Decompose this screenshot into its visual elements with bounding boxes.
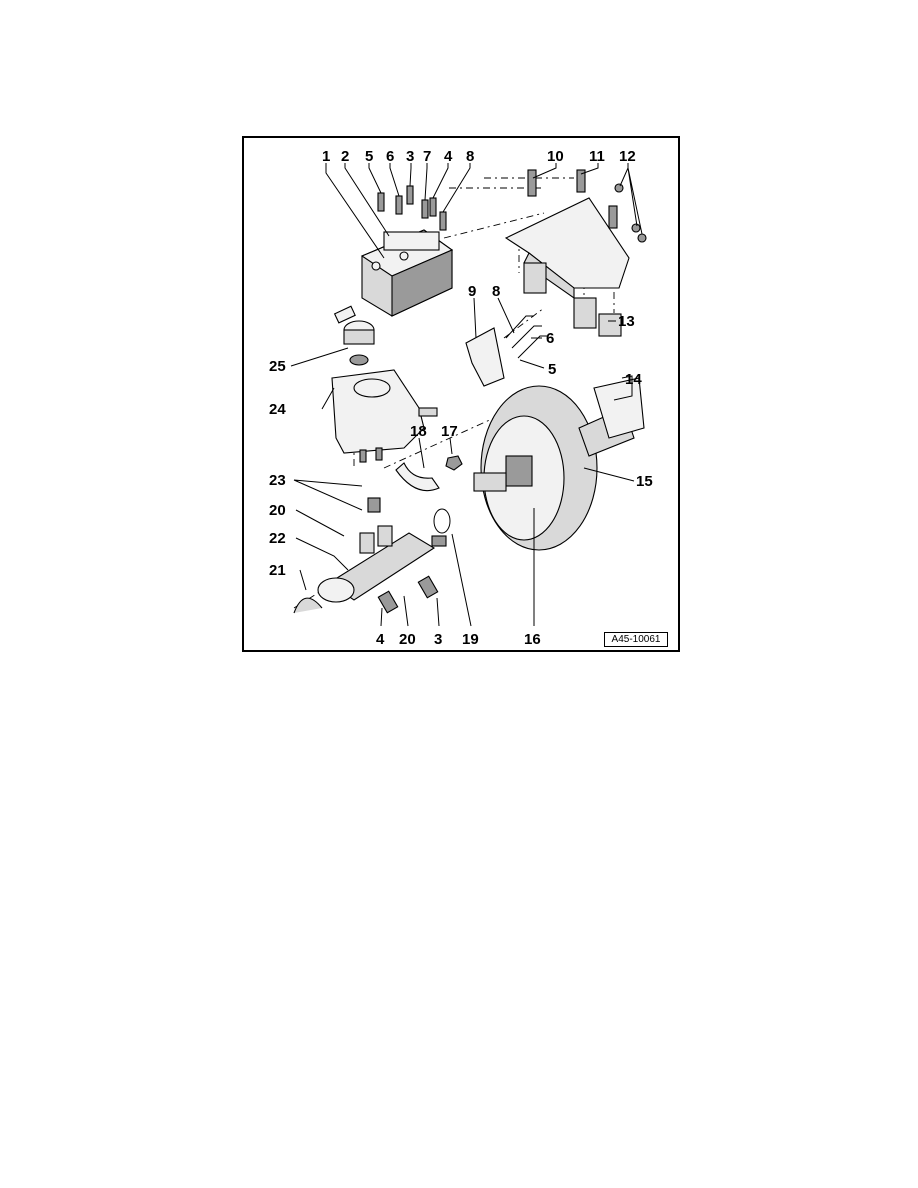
callout-24: 24	[269, 401, 286, 418]
callout-20-lower: 20	[399, 631, 416, 648]
callout-5-lower: 5	[548, 361, 556, 378]
callout-10: 10	[547, 148, 564, 165]
callout-3-lower: 3	[434, 631, 442, 648]
callout-1: 1	[322, 148, 330, 165]
nut	[445, 455, 463, 471]
callout-9: 9	[468, 283, 476, 300]
hose	[395, 462, 440, 492]
reservoir-cap	[333, 305, 375, 366]
line-holder	[465, 315, 548, 387]
callout-6-lower: 6	[546, 330, 554, 347]
abs-bracket	[504, 169, 647, 337]
callout-11: 11	[589, 148, 605, 165]
callout-7: 7	[423, 148, 431, 165]
callout-8-lower: 8	[492, 283, 500, 300]
callout-23: 23	[269, 472, 286, 489]
callout-21: 21	[269, 562, 286, 579]
callout-6: 6	[386, 148, 394, 165]
abs-hydraulic-unit	[360, 229, 454, 317]
callout-19: 19	[462, 631, 479, 648]
callout-17: 17	[441, 423, 458, 440]
callout-18: 18	[410, 423, 427, 440]
callout-2: 2	[341, 148, 349, 165]
callout-13: 13	[618, 313, 635, 330]
callout-25: 25	[269, 358, 286, 375]
callout-14: 14	[625, 371, 642, 388]
diagram-artwork: 1 2 5 6 3 7 4 8 10 11 12 9 8 6 5 13 25 2…	[269, 148, 653, 648]
master-cylinder	[293, 497, 447, 614]
callout-12: 12	[619, 148, 636, 165]
brake-booster	[473, 377, 645, 551]
callout-5: 5	[365, 148, 373, 165]
figure-reference-code: A45-10061	[604, 632, 668, 647]
callout-15: 15	[636, 473, 653, 490]
callout-4: 4	[444, 148, 453, 165]
callout-4-lower: 4	[376, 631, 385, 648]
exploded-parts-diagram: 1 2 5 6 3 7 4 8 10 11 12 9 8 6 5 13 25 2…	[242, 136, 680, 652]
callout-20: 20	[269, 502, 286, 519]
callout-16: 16	[524, 631, 541, 648]
brake-fluid-reservoir	[331, 369, 438, 463]
callout-22: 22	[269, 530, 286, 547]
callout-8: 8	[466, 148, 474, 165]
seal-ring	[433, 508, 451, 534]
callout-3: 3	[406, 148, 414, 165]
